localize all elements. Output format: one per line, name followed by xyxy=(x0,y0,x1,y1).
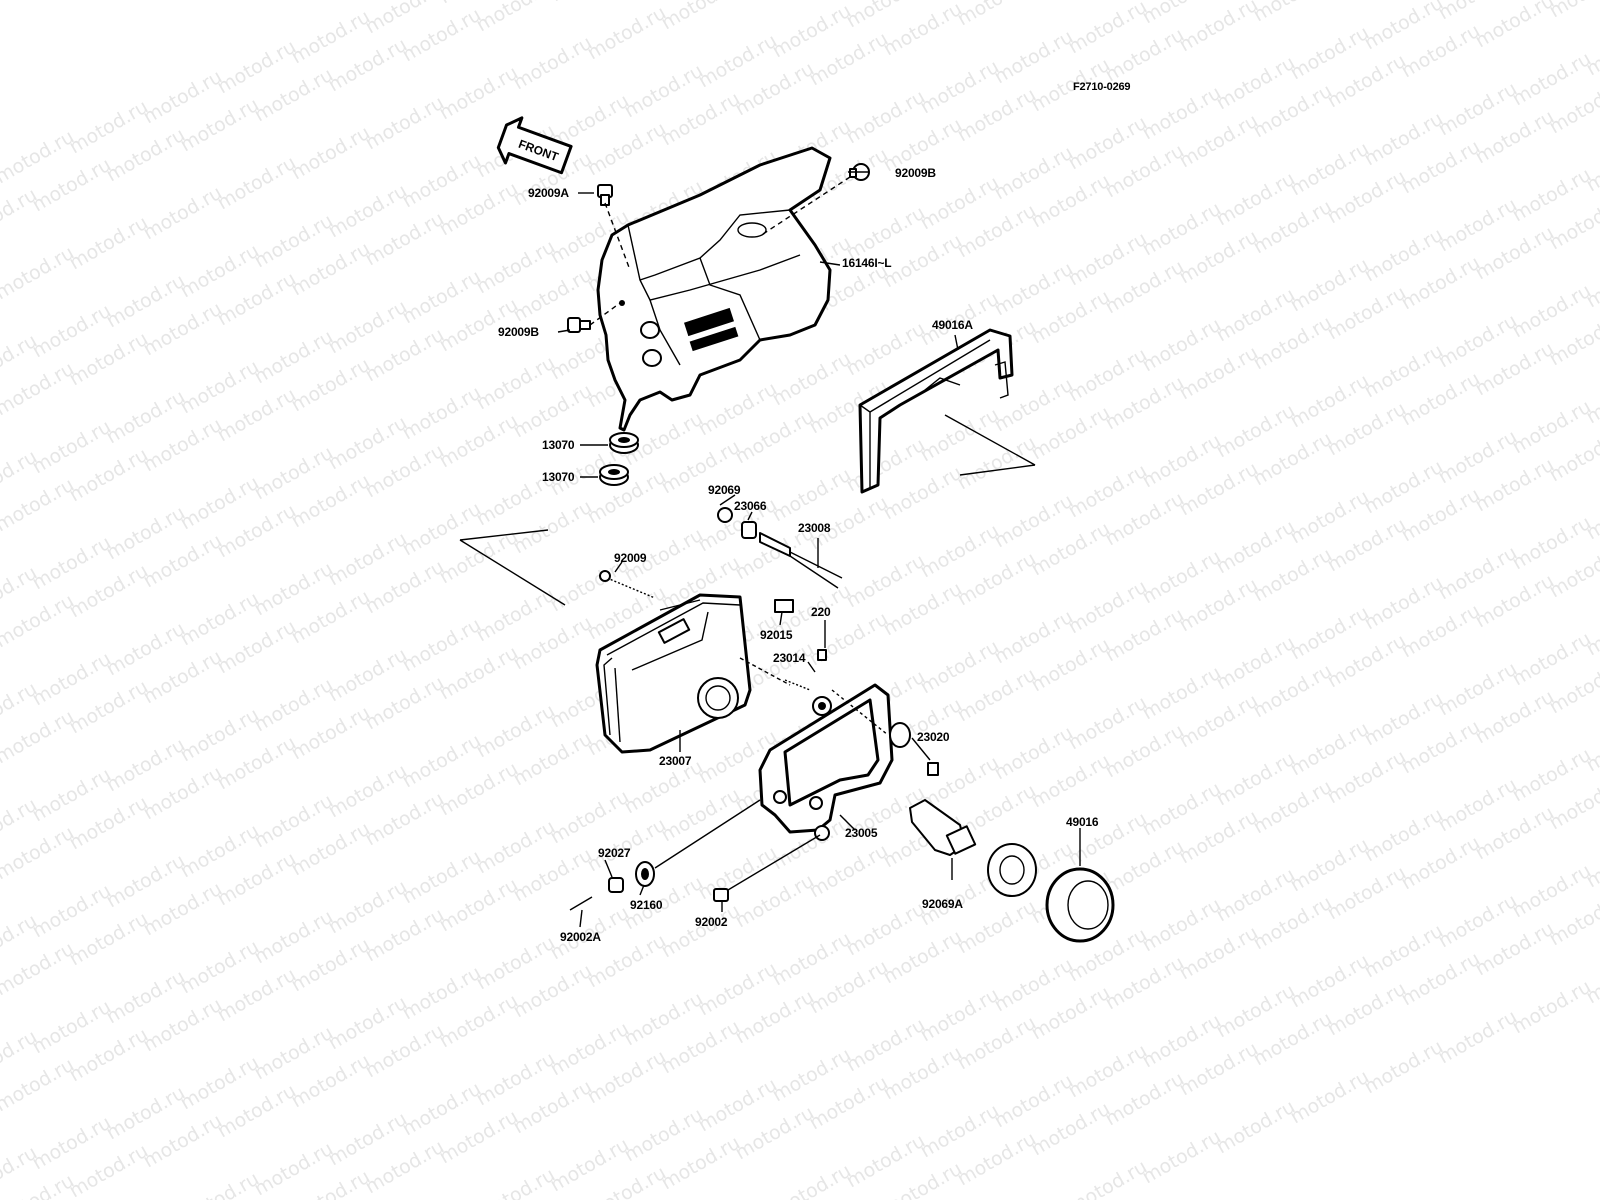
watermark-text: motod.ru xyxy=(1287,1066,1373,1129)
watermark-text: motod.ru xyxy=(0,242,78,305)
watermark-text: motod.ru xyxy=(732,0,818,4)
watermark-text: motod.ru xyxy=(1435,1006,1521,1069)
callout-92009B-top: 92009B xyxy=(895,166,936,180)
callout-220: 220 xyxy=(811,605,831,619)
watermark-text: motod.ru xyxy=(1139,1126,1225,1189)
callout-92002A: 92002A xyxy=(560,930,601,944)
callout-92009A: 92009A xyxy=(528,186,569,200)
headlight-lamp-unit xyxy=(595,593,752,754)
watermark-text: motod.ru xyxy=(0,938,78,1001)
callout-92009: 92009 xyxy=(614,551,647,565)
callout-92160: 92160 xyxy=(630,898,663,912)
screw-92009b-left xyxy=(567,317,591,333)
watermark-text: motod.ru xyxy=(1250,0,1336,26)
callout-23005: 23005 xyxy=(845,826,878,840)
grommet-13070-b xyxy=(599,464,629,486)
watermark-text: motod.ru xyxy=(0,1054,78,1117)
callout-92009B-left: 92009B xyxy=(498,325,539,339)
watermark-text: motod.ru xyxy=(214,152,300,215)
spring-92160 xyxy=(635,861,655,887)
watermark-text: motod.ru xyxy=(1176,0,1262,56)
watermark-text: motod.ru xyxy=(0,822,78,885)
leader-lines xyxy=(459,171,1081,928)
callout-16146: 16146I~L xyxy=(842,256,892,270)
callout-23014: 23014 xyxy=(773,651,806,665)
watermark-text: motod.ru xyxy=(140,182,226,245)
callout-23007: 23007 xyxy=(659,754,692,768)
callout-13070-b: 13070 xyxy=(542,470,575,484)
screw-92002a xyxy=(569,896,593,911)
watermark-text: motod.ru xyxy=(1509,976,1595,1039)
watermark-text: motod.ru xyxy=(362,92,448,155)
watermark-text: motod.ru xyxy=(473,0,559,36)
watermark-text: motod.ru xyxy=(177,1168,263,1200)
headlight-frame xyxy=(758,683,894,841)
callout-49016A: 49016A xyxy=(932,318,973,332)
front-arrow-icon: FRONT xyxy=(496,116,573,175)
watermark-text: motod.ru xyxy=(658,0,744,34)
watermark-text: motod.ru xyxy=(1213,1096,1299,1159)
callout-92069A: 92069A xyxy=(922,897,963,911)
watermark-text: motod.ru xyxy=(954,0,1040,30)
bulb-holder-49016 xyxy=(987,843,1115,943)
adjuster-23014 xyxy=(784,649,827,691)
callout-23020: 23020 xyxy=(917,730,950,744)
bulb-socket-23020 xyxy=(889,722,939,776)
watermark-text: motod.ru xyxy=(0,590,78,653)
callout-92027: 92027 xyxy=(598,846,631,860)
watermark-text: motod.ru xyxy=(769,1160,855,1200)
screw-92009a xyxy=(597,184,613,206)
screw-92009 xyxy=(599,570,656,599)
watermark-text: motod.ru xyxy=(0,474,78,537)
connector-23066 xyxy=(717,507,843,589)
figure-code: F2710-0269 xyxy=(1073,81,1131,93)
screw-92002 xyxy=(713,888,729,902)
nut-92027 xyxy=(608,877,624,893)
grommet-13070-a xyxy=(609,432,639,454)
watermark-text: motod.ru xyxy=(288,122,374,185)
watermark-text: motod.ru xyxy=(436,62,522,125)
watermark-text: motod.ru xyxy=(1472,0,1558,52)
watermark-text: motod.ru xyxy=(510,32,596,95)
callout-13070-a: 13070 xyxy=(542,438,575,452)
callout-92069: 92069 xyxy=(708,483,741,497)
headlight-cowl-cover xyxy=(596,146,832,432)
watermark-text: motod.ru xyxy=(473,1164,559,1200)
callout-23008: 23008 xyxy=(798,521,831,535)
callout-23066: 23066 xyxy=(734,499,767,513)
bulb-92069a xyxy=(909,799,977,856)
watermark-text: motod.ru xyxy=(0,358,78,421)
watermark-text: motod.ru xyxy=(547,0,633,6)
clip-92015 xyxy=(774,599,794,613)
watermark-text: motod.ru xyxy=(1546,0,1600,22)
watermark-text: motod.ru xyxy=(584,2,670,65)
callout-92002: 92002 xyxy=(695,915,728,929)
watermark-text: motod.ru xyxy=(1361,1036,1447,1099)
watermark-text: motod.ru xyxy=(1065,1156,1151,1200)
callout-49016: 49016 xyxy=(1066,815,1099,829)
watermark-text: motod.ru xyxy=(0,706,78,769)
callout-92015: 92015 xyxy=(760,628,793,642)
bracket-49016a xyxy=(858,328,1014,494)
watermark-text: motod.ru xyxy=(66,212,152,275)
